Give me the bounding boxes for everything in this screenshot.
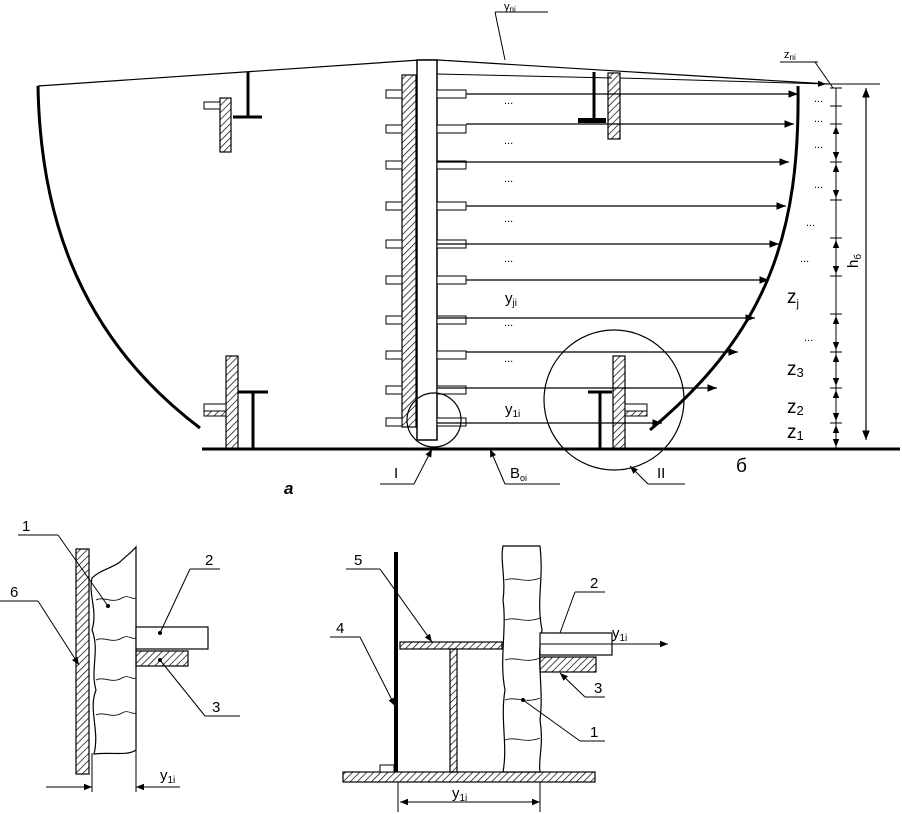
- label-z-1: z1: [787, 422, 804, 443]
- label-z-j: zj: [787, 287, 799, 310]
- stub-left: [385, 239, 403, 249]
- stub-right: [436, 350, 467, 360]
- label-B-oi: Boi: [510, 465, 527, 483]
- ellipsis-mark: ...: [814, 93, 823, 105]
- label-h-b: hб: [845, 254, 864, 268]
- panel-label-b: б: [736, 456, 747, 477]
- lower-right-fitting: [588, 355, 648, 450]
- ellipsis-mark: ...: [504, 135, 513, 147]
- panel-label-a: a: [284, 479, 293, 498]
- ellipsis-mark: ...: [504, 95, 513, 107]
- ellipsis-mark: ...: [504, 173, 513, 185]
- stub-left: [385, 201, 403, 211]
- stub-right: [436, 160, 467, 170]
- upper-right-fitting: [578, 72, 621, 140]
- ellipsis-mark: ...: [814, 179, 823, 191]
- ellipsis-mark: ...: [804, 332, 813, 344]
- deck-arrow: [436, 73, 613, 79]
- stub-right: [436, 201, 467, 211]
- ellipsis-mark: ...: [504, 253, 513, 265]
- hull-cross-section: [36, 59, 900, 451]
- stub-left: [385, 160, 403, 170]
- stub-left: [385, 385, 403, 395]
- stub-left: [385, 417, 403, 427]
- left-hull-contour: [36, 85, 201, 430]
- stub-right: [436, 124, 467, 134]
- stub-right: [436, 385, 467, 395]
- callout-6-left: 6: [10, 584, 18, 601]
- ellipsis-mark: ...: [806, 217, 815, 229]
- ellipsis-mark: ...: [814, 139, 823, 151]
- callout-2-left: 2: [205, 552, 213, 569]
- z-ni-leader: [814, 61, 834, 89]
- detail-circle-II: [543, 329, 685, 471]
- ellipsis-mark: ...: [814, 113, 823, 125]
- ellipsis-mark: ...: [800, 253, 809, 265]
- callout-3-left: 3: [212, 699, 220, 716]
- y-ni-leader: [494, 11, 506, 61]
- stub-right: [436, 417, 467, 427]
- ellipsis-marks: ........................................…: [504, 93, 823, 365]
- right-hull-contour: [649, 85, 800, 432]
- label-y1-bottom-right: y1i: [452, 785, 467, 804]
- stub-left: [385, 124, 403, 134]
- callout-3-right: 3: [594, 680, 602, 697]
- callout-1-left: 1: [22, 518, 30, 535]
- callout-2-right: 2: [590, 575, 598, 592]
- callout-4-right: 4: [336, 620, 344, 637]
- label-z-2: z2: [787, 397, 804, 418]
- ellipsis-mark: ...: [504, 353, 513, 365]
- detail-I-drawing: [0, 534, 240, 792]
- label-z-ni: zni: [784, 49, 796, 62]
- stub-left: [385, 315, 403, 325]
- label-y1-upper-right: y1i: [612, 625, 627, 644]
- ellipsis-mark: ...: [504, 317, 513, 329]
- upper-left-fitting: [203, 72, 262, 153]
- label-detail-I: I: [394, 465, 398, 482]
- callout-1-right: 1: [590, 724, 598, 741]
- label-detail-II: II: [657, 465, 665, 482]
- stub-right: [436, 89, 467, 99]
- label-y-1i: y1i: [505, 401, 520, 420]
- detail-II-drawing: [330, 545, 668, 812]
- half-breadth-arrows: [436, 73, 827, 427]
- stub-left: [385, 350, 403, 360]
- label-y-ni: yni: [504, 1, 516, 14]
- stub-left: [385, 275, 403, 285]
- deck-arrow: [619, 77, 827, 87]
- label-y-ji: yji: [505, 290, 517, 309]
- stub-left: [385, 89, 403, 99]
- callout-5-right: 5: [354, 552, 362, 569]
- frame-stubs: [385, 89, 467, 427]
- center-bulkhead: [401, 59, 438, 441]
- label-z-3: z3: [787, 359, 804, 380]
- lower-left-fitting: [203, 355, 268, 450]
- detail-circle-I: [406, 392, 462, 448]
- ellipsis-mark: ...: [504, 213, 513, 225]
- stub-right: [436, 315, 467, 325]
- z-dimension-ticks: [830, 87, 842, 450]
- label-y1-bottom-left: y1i: [160, 767, 175, 786]
- stub-right: [436, 275, 467, 285]
